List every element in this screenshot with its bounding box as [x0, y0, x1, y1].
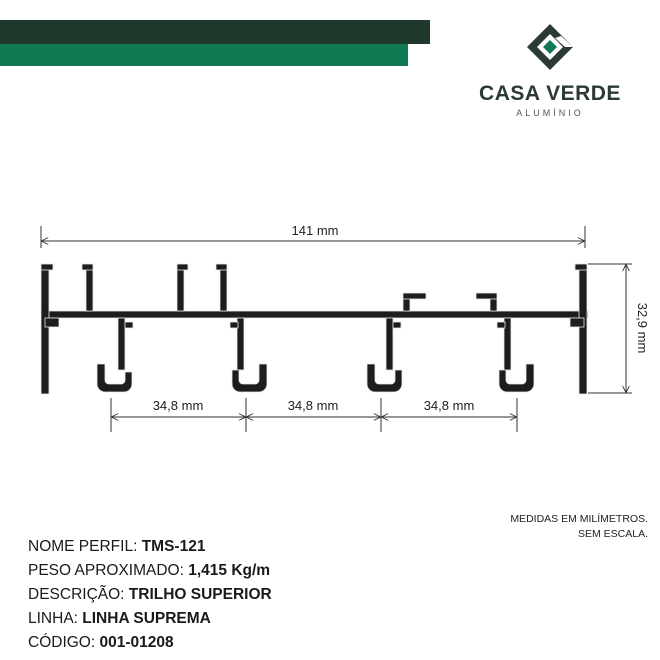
spec-list: NOME PERFIL: TMS-121 PESO APROXIMADO: 1,… — [28, 535, 272, 655]
spacing-label-2: 34,8 mm — [288, 398, 339, 413]
spec-value: TMS-121 — [141, 538, 206, 555]
spec-label: DESCRIÇÃO: — [28, 586, 125, 603]
spec-label: NOME PERFIL: — [28, 538, 138, 555]
header-band-green — [0, 44, 408, 66]
height-dimension: 32,9 mm — [588, 263, 650, 394]
rail-channel-3 — [366, 317, 403, 393]
spacing-label-1: 34,8 mm — [153, 398, 204, 413]
spec-row-description: DESCRIÇÃO: TRILHO SUPERIOR — [28, 583, 272, 607]
width-label: 141 mm — [292, 223, 339, 238]
width-dimension: 141 mm — [40, 223, 586, 248]
spacing-label-3: 34,8 mm — [424, 398, 475, 413]
header-band-dark — [0, 20, 430, 44]
casa-verde-logo-icon — [527, 24, 573, 70]
spec-row-profile-name: NOME PERFIL: TMS-121 — [28, 535, 272, 559]
spec-value: TRILHO SUPERIOR — [128, 586, 272, 603]
profile-section — [40, 263, 589, 395]
measurement-notes: MEDIDAS EM MILÍMETROS. SEM ESCALA. — [510, 512, 648, 542]
brand-name: CASA VERDE — [479, 82, 621, 105]
spec-label: LINHA: — [28, 610, 78, 627]
brand-subtitle: ALUMÍNIO — [516, 108, 584, 118]
spec-value: 001-01208 — [99, 634, 174, 651]
notes-line-units: MEDIDAS EM MILÍMETROS. — [510, 513, 648, 525]
notes-line-scale: SEM ESCALA. — [577, 528, 648, 540]
rail-channels — [96, 317, 535, 393]
profile-drawing: 141 mm 32,9 mm — [40, 223, 650, 432]
spec-value: LINHA SUPREMA — [82, 610, 211, 627]
brand-logo: CASA VERDE ALUMÍNIO — [470, 22, 630, 122]
spec-row-line: LINHA: LINHA SUPREMA — [28, 607, 272, 631]
spec-label: PESO APROXIMADO: — [28, 562, 184, 579]
spec-row-code: CÓDIGO: 001-01208 — [28, 631, 272, 655]
spacing-dimensions — [110, 398, 518, 432]
spec-label: CÓDIGO: — [28, 634, 96, 651]
height-label: 32,9 mm — [635, 303, 650, 354]
spec-row-weight: PESO APROXIMADO: 1,415 Kg/m — [28, 559, 272, 583]
rail-channel-1 — [96, 317, 134, 393]
spec-value: 1,415 Kg/m — [188, 562, 271, 579]
rail-channel-4 — [496, 317, 535, 393]
rail-channel-2 — [229, 317, 268, 393]
